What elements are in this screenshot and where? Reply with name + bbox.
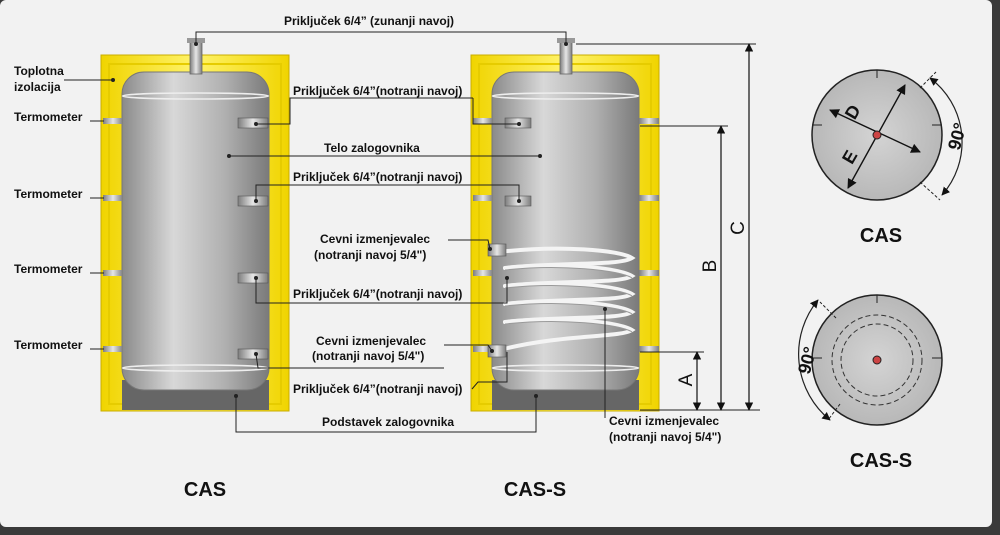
prikljucek-dot-3b xyxy=(505,276,509,280)
dim-a-label: A xyxy=(676,373,697,386)
cas-tank xyxy=(100,38,290,412)
cas-s-coil-shadow xyxy=(504,267,633,333)
telo-dot-cas xyxy=(227,154,231,158)
cevni-label-3-line1: Cevni izmenjevalec xyxy=(609,414,719,428)
prikljucek-dot-1b xyxy=(517,122,521,126)
termometer-label-2: Termometer xyxy=(14,187,83,201)
cas-center-port[interactable] xyxy=(872,130,882,140)
termometer-label-4: Termometer xyxy=(14,338,83,352)
cas-s-bottom-rim xyxy=(491,364,640,372)
shadow-right xyxy=(992,8,1000,535)
cas-s-title: CAS-S xyxy=(504,479,566,501)
prikljucek-label-4: Priključek 6/4”(notranji navoj) xyxy=(293,382,462,396)
cas-s-angle-arc xyxy=(798,299,831,421)
prikljucek-top-label: Priključek 6/4” (zunanji navoj) xyxy=(284,14,454,28)
podstavek-label: Podstavek zalogovnika xyxy=(322,415,454,429)
cas-s-tank xyxy=(470,38,660,412)
cas-s-right-port-4[interactable] xyxy=(639,346,659,352)
prikljucek-leader-1b xyxy=(472,98,519,125)
prikljucek-dot-2b xyxy=(517,199,521,203)
cas-s-right-port-1[interactable] xyxy=(639,118,659,124)
izolacija-label-line1: Toplotna xyxy=(14,64,64,78)
izolacija-leader-dot xyxy=(111,78,115,82)
cevni-dot-1 xyxy=(488,247,492,251)
cas-s-thermo-port-2[interactable] xyxy=(473,195,493,201)
cevni-label-1-line2: (notranji navoj 5/4") xyxy=(314,248,426,262)
cas-s-coil xyxy=(496,246,636,352)
prikljucek-label-3: Priključek 6/4”(notranji navoj) xyxy=(293,287,462,301)
podstavek-leader xyxy=(235,396,537,433)
cas-s-right-port-2[interactable] xyxy=(639,195,659,201)
dimension-lines xyxy=(576,43,760,411)
telo-label: Telo zalogovnika xyxy=(324,141,420,155)
cas-s-thermo-port-4[interactable] xyxy=(473,346,493,352)
cas-thermo-port-4[interactable] xyxy=(103,346,123,352)
cevni-label-2-line1: Cevni izmenjevalec xyxy=(316,334,426,348)
cas-port-4[interactable] xyxy=(237,348,269,360)
cevni-dot-2b xyxy=(490,349,494,353)
prikljucek-top-dot-cas-s xyxy=(564,42,568,46)
cas-s-top-view xyxy=(798,294,943,426)
cas-angle-arc xyxy=(929,77,963,196)
cevni-label-3-line2: (notranji navoj 5/4") xyxy=(609,430,721,444)
termometer-label-3: Termometer xyxy=(14,262,83,276)
shadow-bottom xyxy=(8,527,1000,535)
termometer-label-1: Termometer xyxy=(14,110,83,124)
cas-port-2[interactable] xyxy=(237,195,269,207)
dim-c-label: C xyxy=(728,221,749,235)
cas-port-1[interactable] xyxy=(237,117,269,129)
cevni-leader-1 xyxy=(448,239,491,250)
cas-s-view-title: CAS-S xyxy=(850,450,912,472)
prikljucek-label-1: Priključek 6/4”(notranji navoj) xyxy=(293,84,462,98)
cas-thermo-port-2[interactable] xyxy=(103,195,123,201)
prikljucek-top-leader-cas xyxy=(195,31,567,42)
cas-top-rim xyxy=(121,92,270,100)
cevni-leader-2 xyxy=(255,353,444,369)
cevni-label-2-line2: (notranji navoj 5/4") xyxy=(312,349,424,363)
prikljucek-top-dot-cas xyxy=(194,42,198,46)
podstavek-dot-cas-s xyxy=(534,394,538,398)
cas-top-view xyxy=(811,69,963,201)
cas-s-thermo-port-3[interactable] xyxy=(473,270,493,276)
cevni-dot-2 xyxy=(254,352,258,356)
cas-thermo-port-1[interactable] xyxy=(103,118,123,124)
podstavek-dot-cas xyxy=(234,394,238,398)
cas-s-thermo-port-1[interactable] xyxy=(473,118,493,124)
telo-dot-cas-s xyxy=(538,154,542,158)
cevni-dot-3 xyxy=(603,307,607,311)
cas-thermo-port-3[interactable] xyxy=(103,270,123,276)
dim-b-label: B xyxy=(700,260,721,273)
cas-port-3[interactable] xyxy=(237,272,269,284)
cas-s-inner-ring-1 xyxy=(831,314,923,406)
prikljucek-leader-3 xyxy=(255,278,508,304)
cas-s-right-port-3[interactable] xyxy=(639,270,659,276)
prikljucek-dot-1 xyxy=(254,122,258,126)
cas-view-title: CAS xyxy=(860,225,902,247)
prikljucek-dot-3 xyxy=(254,276,258,280)
cas-s-coil-port-bottom[interactable] xyxy=(487,344,507,358)
cas-s-center-port[interactable] xyxy=(872,355,882,365)
prikljucek-leader-4 xyxy=(471,352,508,390)
cas-s-top-rim xyxy=(491,92,640,100)
cevni-leader-2b xyxy=(444,344,493,352)
prikljucek-label-2: Priključek 6/4”(notranji navoj) xyxy=(293,170,462,184)
prikljucek-leader-2 xyxy=(255,184,520,201)
prikljucek-dot-2 xyxy=(254,199,258,203)
prikljucek-leader-1 xyxy=(256,97,473,125)
cas-s-coil-port-top[interactable] xyxy=(487,243,507,257)
cevni-label-1-line1: Cevni izmenjevalec xyxy=(320,232,430,246)
cas-title: CAS xyxy=(184,479,226,501)
izolacija-label-line2: izolacija xyxy=(14,80,61,94)
cas-s-inner-ring-2 xyxy=(840,323,914,397)
